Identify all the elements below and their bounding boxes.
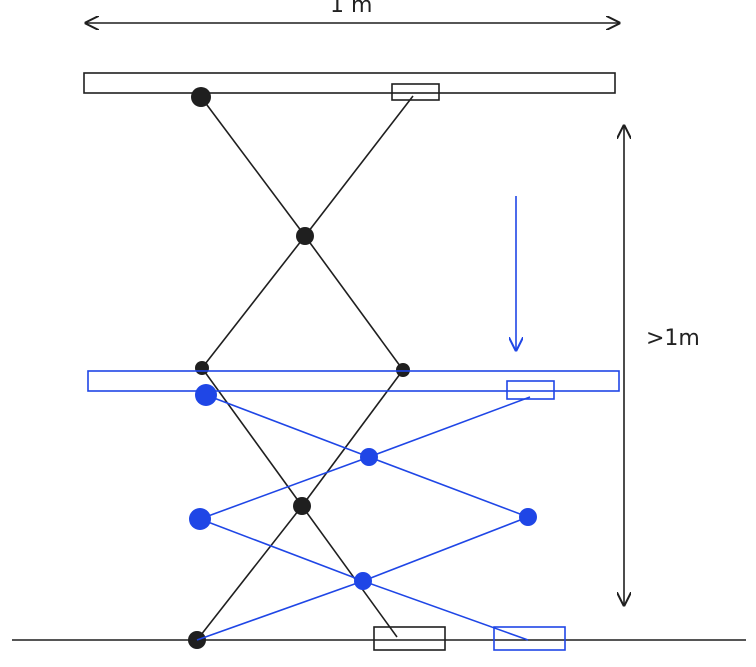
link-bottom-right bbox=[301, 505, 398, 638]
blue-link-7 bbox=[362, 516, 529, 582]
link-mid-left bbox=[201, 235, 306, 369]
blue-link-6 bbox=[362, 580, 529, 641]
blue-pivot-upper-center bbox=[360, 448, 378, 466]
width-label: 1 m bbox=[330, 0, 372, 18]
link-upper-left bbox=[200, 96, 306, 237]
blue-link-2 bbox=[368, 456, 529, 518]
pivot-mid-right bbox=[396, 363, 410, 377]
pivot-mid-left bbox=[195, 361, 209, 375]
lowered-bottom-slider-block bbox=[493, 626, 566, 651]
blue-pivot-mid-left bbox=[189, 508, 211, 530]
blue-pivot-mid-right bbox=[519, 508, 537, 526]
link-upper-right bbox=[304, 95, 414, 237]
lowered-lift bbox=[87, 196, 620, 651]
lowered-top-slider-block bbox=[506, 380, 555, 400]
pivot-top-left bbox=[191, 87, 211, 107]
blue-pivot-top-left bbox=[195, 384, 217, 406]
height-label: >1m bbox=[646, 326, 700, 351]
blue-link-5 bbox=[199, 518, 364, 582]
link-lower-right bbox=[301, 369, 404, 507]
link-mid-right bbox=[304, 235, 404, 371]
blue-link-1 bbox=[205, 394, 370, 458]
pivot-lower-center bbox=[293, 497, 311, 515]
blue-link-3 bbox=[368, 396, 531, 458]
blue-link-8 bbox=[196, 580, 364, 641]
top-slider-block bbox=[391, 83, 440, 101]
blue-link-4 bbox=[199, 456, 370, 520]
raised-lift bbox=[83, 72, 616, 651]
pivot-upper-center bbox=[296, 227, 314, 245]
link-bottom-left bbox=[196, 505, 303, 641]
bottom-slider-block bbox=[373, 626, 446, 651]
top-platform bbox=[83, 72, 616, 94]
blue-pivot-lower-center bbox=[354, 572, 372, 590]
lowered-platform bbox=[87, 370, 620, 392]
link-lower-left bbox=[201, 367, 303, 507]
